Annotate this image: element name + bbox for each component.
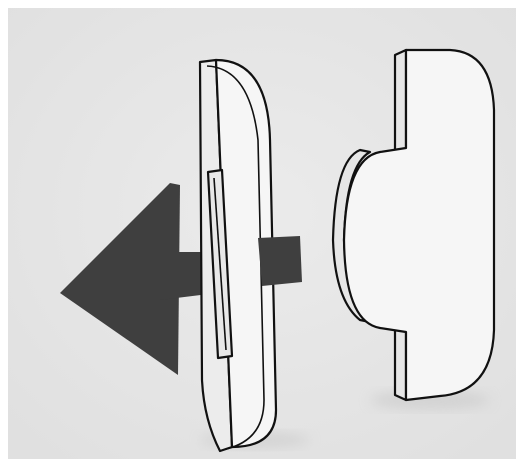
arrow-tail <box>258 236 302 286</box>
panel-slot-inner <box>213 177 227 351</box>
clip-body <box>342 48 496 402</box>
mount-clip <box>331 48 496 402</box>
panel-rim <box>206 65 265 450</box>
clip-top-edge <box>394 49 407 56</box>
arrow-left-icon <box>60 183 180 375</box>
thin-panel <box>198 58 278 453</box>
